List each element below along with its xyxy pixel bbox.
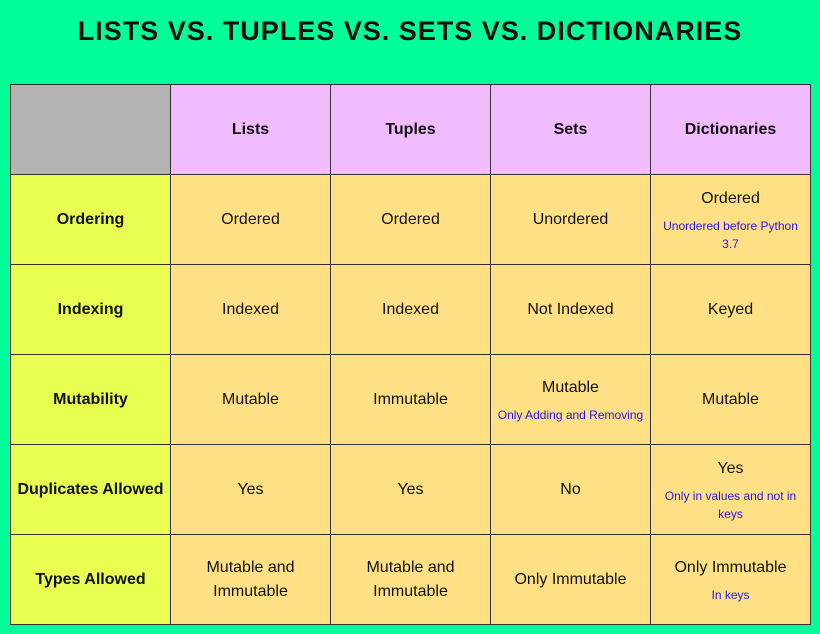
cell-value: No [560, 480, 581, 498]
column-header-tuples: Tuples [330, 84, 491, 175]
cell-value: Ordered [701, 189, 760, 207]
table-row: Ordering Ordered Ordered Unordered Order… [10, 174, 811, 265]
column-header-lists: Lists [170, 84, 331, 175]
cell-value: Keyed [707, 300, 754, 318]
table-cell: Ordered [170, 174, 331, 265]
cell-value: Mutable and Immutable [366, 558, 455, 600]
row-header-indexing: Indexing [10, 264, 171, 355]
table-cell: Mutable [650, 354, 811, 445]
table-cell: Ordered [330, 174, 491, 265]
cell-value: Indexed [382, 300, 439, 318]
table-cell: Mutable [170, 354, 331, 445]
table-cell: Unordered [490, 174, 651, 265]
row-header-mutability: Mutability [10, 354, 171, 445]
table-cell: Keyed [650, 264, 811, 355]
table-cell: Yes [170, 444, 331, 535]
cell-value: Ordered [381, 210, 440, 228]
table-cell: Mutable and Immutable [170, 534, 331, 625]
cell-value: Only Immutable [674, 558, 787, 576]
cell-value: Only Immutable [514, 570, 627, 588]
column-header-dictionaries: Dictionaries [650, 84, 811, 175]
table-cell: Yes [330, 444, 491, 535]
table-cell: Indexed [170, 264, 331, 355]
page-title: LISTS VS. TUPLES VS. SETS VS. DICTIONARI… [77, 16, 743, 46]
cell-value: Mutable and Immutable [206, 558, 295, 600]
cell-value: Not Indexed [527, 300, 614, 318]
table-cell: Only Immutable [490, 534, 651, 625]
cell-value: Immutable [373, 390, 448, 408]
table-cell: Mutable and Immutable [330, 534, 491, 625]
table-row: Types Allowed Mutable and Immutable Muta… [10, 534, 811, 625]
cell-value: Mutable [542, 378, 599, 396]
table-cell: No [490, 444, 651, 535]
table-cell: Indexed [330, 264, 491, 355]
cell-value: Yes [237, 480, 264, 498]
cell-note: Only Adding and Removing [497, 407, 644, 422]
cell-note: In keys [711, 587, 750, 602]
cell-note: Only in values and not in keys [664, 488, 797, 521]
column-header-sets: Sets [490, 84, 651, 175]
table-row: Indexing Indexed Indexed Not Indexed Key… [10, 264, 811, 355]
cell-value: Unordered [532, 210, 609, 228]
row-header-types-allowed: Types Allowed [10, 534, 171, 625]
cell-value: Indexed [222, 300, 279, 318]
corner-cell [10, 84, 171, 175]
table-cell: Not Indexed [490, 264, 651, 355]
row-header-ordering: Ordering [10, 174, 171, 265]
row-header-duplicates-allowed: Duplicates Allowed [10, 444, 171, 535]
cell-value: Ordered [221, 210, 280, 228]
cell-note: Unordered before Python 3.7 [663, 218, 798, 251]
comparison-table: Lists Tuples Sets Dictionaries Ordering … [10, 84, 811, 625]
header-row: Lists Tuples Sets Dictionaries [10, 84, 811, 175]
table-cell: Immutable [330, 354, 491, 445]
cell-value: Yes [397, 480, 424, 498]
cell-value: Mutable [222, 390, 279, 408]
table-cell: Only Immutable In keys [650, 534, 811, 625]
cell-value: Mutable [702, 390, 759, 408]
cell-value: Yes [717, 459, 744, 477]
